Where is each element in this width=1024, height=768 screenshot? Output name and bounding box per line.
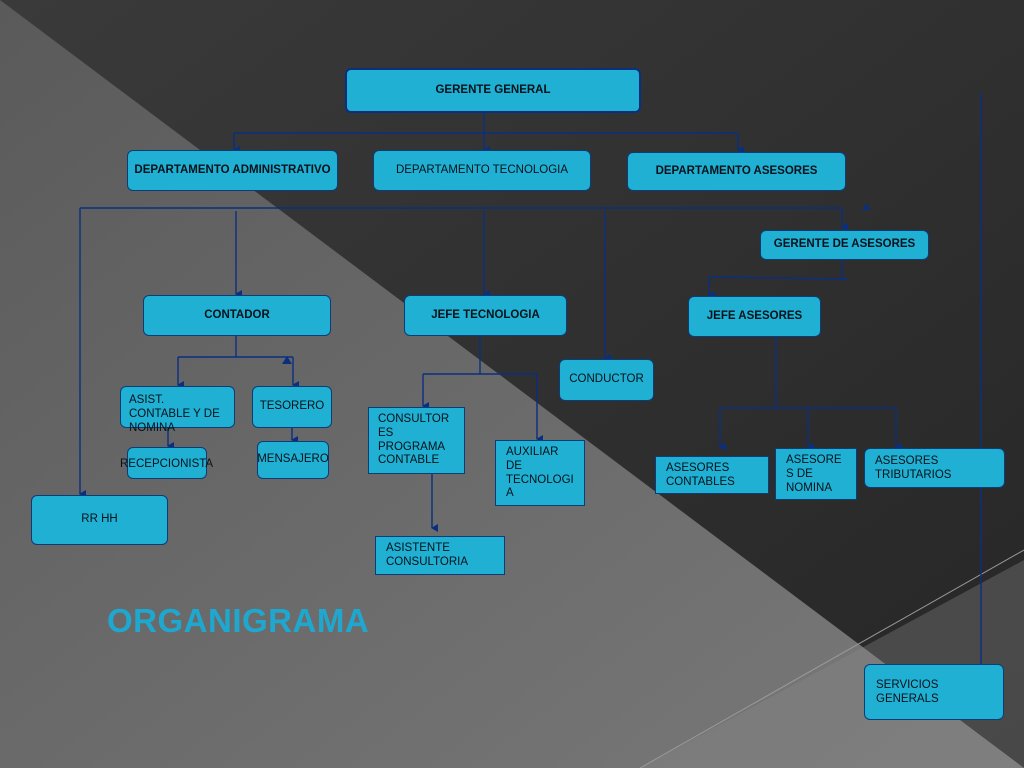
node-consultores: CONSULTOR ES PROGRAMA CONTABLE: [368, 407, 465, 474]
node-asistente-consultoria: ASISTENTE CONSULTORIA: [375, 536, 505, 575]
node-dept-asesores: DEPARTAMENTO ASESORES: [627, 152, 846, 191]
connector-to-jefe-asesores: [708, 276, 849, 299]
node-asesores-contables: ASESORES CONTABLES: [655, 456, 769, 494]
node-jefe-tecnologia: JEFE TECNOLOGIA: [404, 295, 567, 336]
node-recepcionista: [127, 447, 207, 479]
node-mensajero: MENSAJERO: [257, 441, 329, 479]
node-jefe-asesores: JEFE ASESORES: [688, 296, 821, 337]
node-servicios-generales: SERVICIOS GENERALS: [864, 664, 1004, 720]
node-dept-tecnologia: DEPARTAMENTO TECNOLOGIA: [373, 150, 591, 191]
stray-arrowhead: [282, 356, 292, 364]
node-rr-hh: RR HH: [31, 495, 168, 545]
node-asesores-nomina: ASESORE S DE NOMINA: [775, 448, 857, 500]
node-asesores-tributarios: ASESORES TRIBUTARIOS: [864, 448, 1005, 488]
stray-arrowhead: [862, 203, 870, 210]
recepcionista-label: RECEPCIONISTA: [120, 458, 214, 470]
node-auxiliar-tecnologia: AUXILIAR DE TECNOLOGI A: [495, 440, 585, 506]
node-asist-contable: ASIST. CONTABLE Y DE NOMINA: [120, 386, 235, 434]
slide-title: ORGANIGRAMA: [107, 602, 370, 639]
node-gerente-asesores: GERENTE DE ASESORES: [760, 230, 929, 260]
node-tesorero: TESORERO: [252, 386, 332, 428]
node-conductor: CONDUCTOR: [559, 359, 654, 401]
node-contador: CONTADOR: [143, 295, 331, 336]
node-gerente-general: GERENTE GENERAL: [345, 68, 641, 113]
node-dept-administrativo: DEPARTAMENTO ADMINISTRATIVO: [127, 150, 338, 191]
